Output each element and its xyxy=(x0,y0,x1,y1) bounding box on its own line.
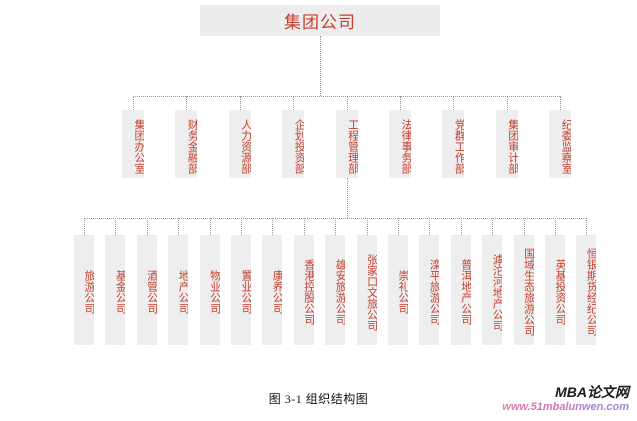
org-node-level3-11: 滦平旅游公司 xyxy=(419,235,440,345)
org-node-level3-15: 英基投资公司 xyxy=(545,235,565,345)
org-chart: 集团公司集团办公室 财务金融部 人力资源部 企划投资部 工程管理部 法律事务部 党群工作部 集… xyxy=(74,5,597,345)
connector-drop-level3-5 xyxy=(241,218,242,235)
org-node-level2-1: 财务金融部 xyxy=(175,110,198,178)
connector-drop-level3-16 xyxy=(586,218,588,235)
org-node-level3-14: 国域生态旅游公司 xyxy=(513,235,534,345)
connector-drop-level2-2 xyxy=(239,96,241,110)
org-node-level3-3: 地产公司 xyxy=(168,235,189,345)
connector-drop-level3-6 xyxy=(272,218,274,235)
org-node-level2-5: 法律事务部 xyxy=(389,110,411,178)
org-node-level3-12: 普洱地产公司 xyxy=(450,235,471,345)
connector-drop-level3-9 xyxy=(366,218,368,235)
connector-drop-level3-2 xyxy=(146,218,148,235)
connector-drop-level3-10 xyxy=(398,218,399,235)
org-node-level3-10: 崇礼公司 xyxy=(388,235,408,345)
org-node-level2-4: 工程管理部 xyxy=(335,110,358,178)
connector-drop-level2-4 xyxy=(346,96,348,110)
org-node-level3-4: 物业公司 xyxy=(199,235,220,345)
watermark-brand: MBA论文网 xyxy=(555,384,629,400)
org-node-level3-9: 张家口文旅公司 xyxy=(356,235,377,345)
connector-drop-level3-7 xyxy=(303,218,305,235)
org-node-level3-13: 滹沱河地产公司 xyxy=(482,235,503,345)
org-node-level3-6: 康养公司 xyxy=(262,235,283,345)
connector-drop-level3-4 xyxy=(209,218,211,235)
connector-drop-level2-3 xyxy=(293,96,295,110)
org-node-level2-2: 人力资源部 xyxy=(228,110,251,178)
watermark-url: www.51mbalunwen.com xyxy=(502,401,629,414)
org-node-level3-8: 雄安旅游公司 xyxy=(325,235,346,345)
connector-drop-level3-13 xyxy=(492,218,494,235)
connector-drop-level2-5 xyxy=(400,96,401,110)
connector-drop-level3-0 xyxy=(84,218,85,235)
org-node-level2-3: 企划投资部 xyxy=(282,110,305,178)
connector-drop-level3-12 xyxy=(460,218,462,235)
connector-drop-level3-3 xyxy=(178,218,180,235)
org-node-level3-7: 香港控股公司 xyxy=(293,235,314,345)
connector-drop-level2-6 xyxy=(453,96,455,110)
connector-drop-level2-1 xyxy=(186,96,188,110)
org-node-level3-2: 酒管公司 xyxy=(136,235,157,345)
connector-drop-level3-15 xyxy=(555,218,556,235)
connector-drop-level2-8 xyxy=(560,96,562,110)
watermark: MBA论文网 www.51mbalunwen.com xyxy=(502,384,629,414)
connector-drop-level2-7 xyxy=(506,96,508,110)
org-node-level3-5: 置业公司 xyxy=(231,235,251,345)
org-node-level3-0: 旅游公司 xyxy=(74,235,94,345)
org-node-level2-6: 党群工作部 xyxy=(442,110,465,178)
org-node-root: 集团公司 xyxy=(200,5,440,36)
connector-drop-level3-8 xyxy=(335,218,337,235)
connector-drop-level3-11 xyxy=(429,218,431,235)
connector-stem-level3 xyxy=(346,178,348,218)
org-node-level2-7: 集团审计部 xyxy=(495,110,518,178)
connector-drop-level3-14 xyxy=(523,218,525,235)
org-node-level3-16: 恒银期货经纪公司 xyxy=(576,235,597,345)
org-node-level2-0: 集团办公室 xyxy=(122,110,144,178)
connector-drop-level2-0 xyxy=(133,96,134,110)
connector-root-stem xyxy=(320,36,321,96)
connector-drop-level3-1 xyxy=(115,218,117,235)
figure-caption: 图 3-1 组织结构图 xyxy=(268,392,369,406)
org-node-level3-1: 基金公司 xyxy=(105,235,126,345)
org-node-level2-8: 纪委监察室 xyxy=(549,110,572,178)
